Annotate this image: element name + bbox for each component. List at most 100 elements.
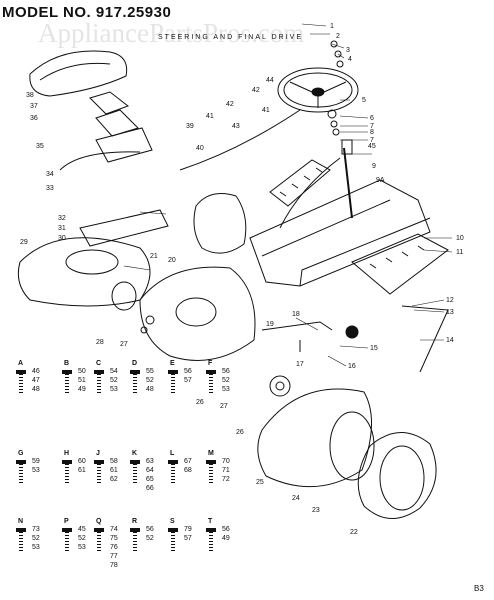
frame-drawing <box>179 109 431 287</box>
hardware-part-number: 61 <box>78 467 86 474</box>
hardware-part-number: 76 <box>110 544 118 551</box>
callout: 18 <box>292 311 300 318</box>
hardware-part-number: 52 <box>222 377 230 384</box>
bolt-shank-icon <box>133 374 137 394</box>
callout: 37 <box>30 103 38 110</box>
callout: 20 <box>168 257 176 264</box>
callout: 39 <box>186 123 194 130</box>
bolt-shank-icon <box>97 532 101 552</box>
hardware-part-number: 53 <box>32 544 40 551</box>
callout: 6 <box>370 115 374 122</box>
callout: 10 <box>456 235 464 242</box>
bolt-shank-icon <box>133 532 137 552</box>
bolt-icon <box>130 528 140 532</box>
steering-wheel-drawing <box>277 67 359 219</box>
bolt-shank-icon <box>65 532 69 552</box>
callout: 25 <box>256 479 264 486</box>
rear-wheel-drawing <box>257 375 437 519</box>
hardware-letter: G <box>18 450 24 457</box>
callout: 2 <box>336 33 340 40</box>
callout: 45 <box>368 143 376 150</box>
hardware-part-number: 56 <box>222 526 230 533</box>
bolt-icon <box>168 528 178 532</box>
hardware-letter: J <box>96 450 100 457</box>
bolt-icon <box>94 528 104 532</box>
callout: 3 <box>346 47 350 54</box>
bolt-icon <box>94 460 104 464</box>
callout: 42 <box>252 87 260 94</box>
hardware-part-number: 49 <box>222 535 230 542</box>
callout: 31 <box>58 225 66 232</box>
hardware-letter: E <box>170 360 175 367</box>
seat-drawing <box>29 50 153 171</box>
page-number: B3 <box>474 584 484 593</box>
callout: 5 <box>362 97 366 104</box>
bolt-icon <box>206 460 216 464</box>
hardware-part-number: 53 <box>78 544 86 551</box>
callout: 27 <box>220 403 228 410</box>
bolt-icon <box>206 528 216 532</box>
callout: 21 <box>150 253 158 260</box>
hardware-part-number: 46 <box>32 368 40 375</box>
callout: 41 <box>262 107 270 114</box>
bolt-icon <box>94 370 104 374</box>
callout: 38 <box>26 92 34 99</box>
callout: 12 <box>446 297 454 304</box>
callout: 7 <box>370 137 374 144</box>
hardware-item: E 56 57 <box>168 360 202 440</box>
leader-lines <box>123 23 453 367</box>
callout: 40 <box>196 145 204 152</box>
hardware-part-number: 61 <box>110 467 118 474</box>
callout: 16 <box>348 363 356 370</box>
watermark: AppliancePartsPros.com <box>38 18 305 48</box>
hardware-letter: M <box>208 450 214 457</box>
bolt-shank-icon <box>171 464 175 484</box>
hardware-letter: S <box>170 518 175 525</box>
bolt-icon <box>130 370 140 374</box>
bolt-icon <box>62 528 72 532</box>
hardware-part-number: 55 <box>146 368 154 375</box>
bolt-shank-icon <box>97 464 101 484</box>
bolt-icon <box>16 528 26 532</box>
hardware-part-number: 63 <box>146 458 154 465</box>
hardware-part-number: 48 <box>146 386 154 393</box>
hardware-part-number: 58 <box>110 458 118 465</box>
hardware-letter: T <box>208 518 213 525</box>
hardware-part-number: 48 <box>32 386 40 393</box>
callout: 35 <box>36 143 44 150</box>
hardware-part-number: 56 <box>184 368 192 375</box>
callout: 44 <box>266 77 274 84</box>
callout: 8 <box>370 129 374 136</box>
bolt-shank-icon <box>65 464 69 484</box>
hardware-part-number: 71 <box>222 467 230 474</box>
callout: 19 <box>266 321 274 328</box>
hardware-part-number: 51 <box>78 377 86 384</box>
callout: 7 <box>370 123 374 130</box>
hardware-part-number: 73 <box>32 526 40 533</box>
bolt-shank-icon <box>65 374 69 394</box>
hardware-letter: F <box>208 360 213 367</box>
callout: 9 <box>372 163 376 170</box>
hardware-part-number: 56 <box>222 368 230 375</box>
hardware-part-number: 74 <box>110 526 118 533</box>
callout: 23 <box>312 507 320 514</box>
bolt-shank-icon <box>19 464 23 484</box>
hardware-part-number: 60 <box>78 458 86 465</box>
bolt-shank-icon <box>171 532 175 552</box>
hardware-letter: N <box>18 518 24 525</box>
callout: 26 <box>196 399 204 406</box>
hardware-part-number: 57 <box>184 377 192 384</box>
hardware-letter: B <box>64 360 70 367</box>
bolt-shank-icon <box>19 374 23 394</box>
